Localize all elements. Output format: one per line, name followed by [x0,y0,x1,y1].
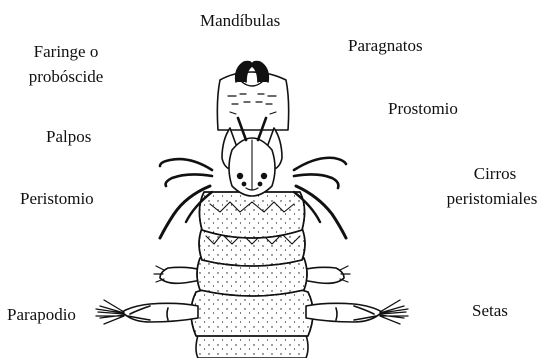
right-eye [262,174,267,179]
label-mandibulas: Mandíbulas [200,10,280,32]
label-prostomio: Prostomio [388,98,458,120]
label-parapodio: Parapodio [7,304,76,326]
body-segment-5 [196,335,308,358]
left-parapodium [96,300,198,324]
label-paragnatos: Paragnatos [348,35,423,57]
label-peristomio: Peristomio [20,188,94,210]
right-parapodium-upper [302,266,350,283]
label-faringe-line1: Faringe o [16,41,116,63]
pharynx-proboscis [217,72,288,130]
label-palpos: Palpos [46,126,91,148]
label-setas: Setas [472,300,508,322]
left-eye [238,174,243,179]
right-parapodium [306,300,408,324]
label-cirros-line2: peristomiales [436,188,548,210]
left-parapodium-upper [154,266,202,283]
label-cirros-line1: Cirros [440,163,550,185]
label-faringe-line2: probóscide [16,66,116,88]
